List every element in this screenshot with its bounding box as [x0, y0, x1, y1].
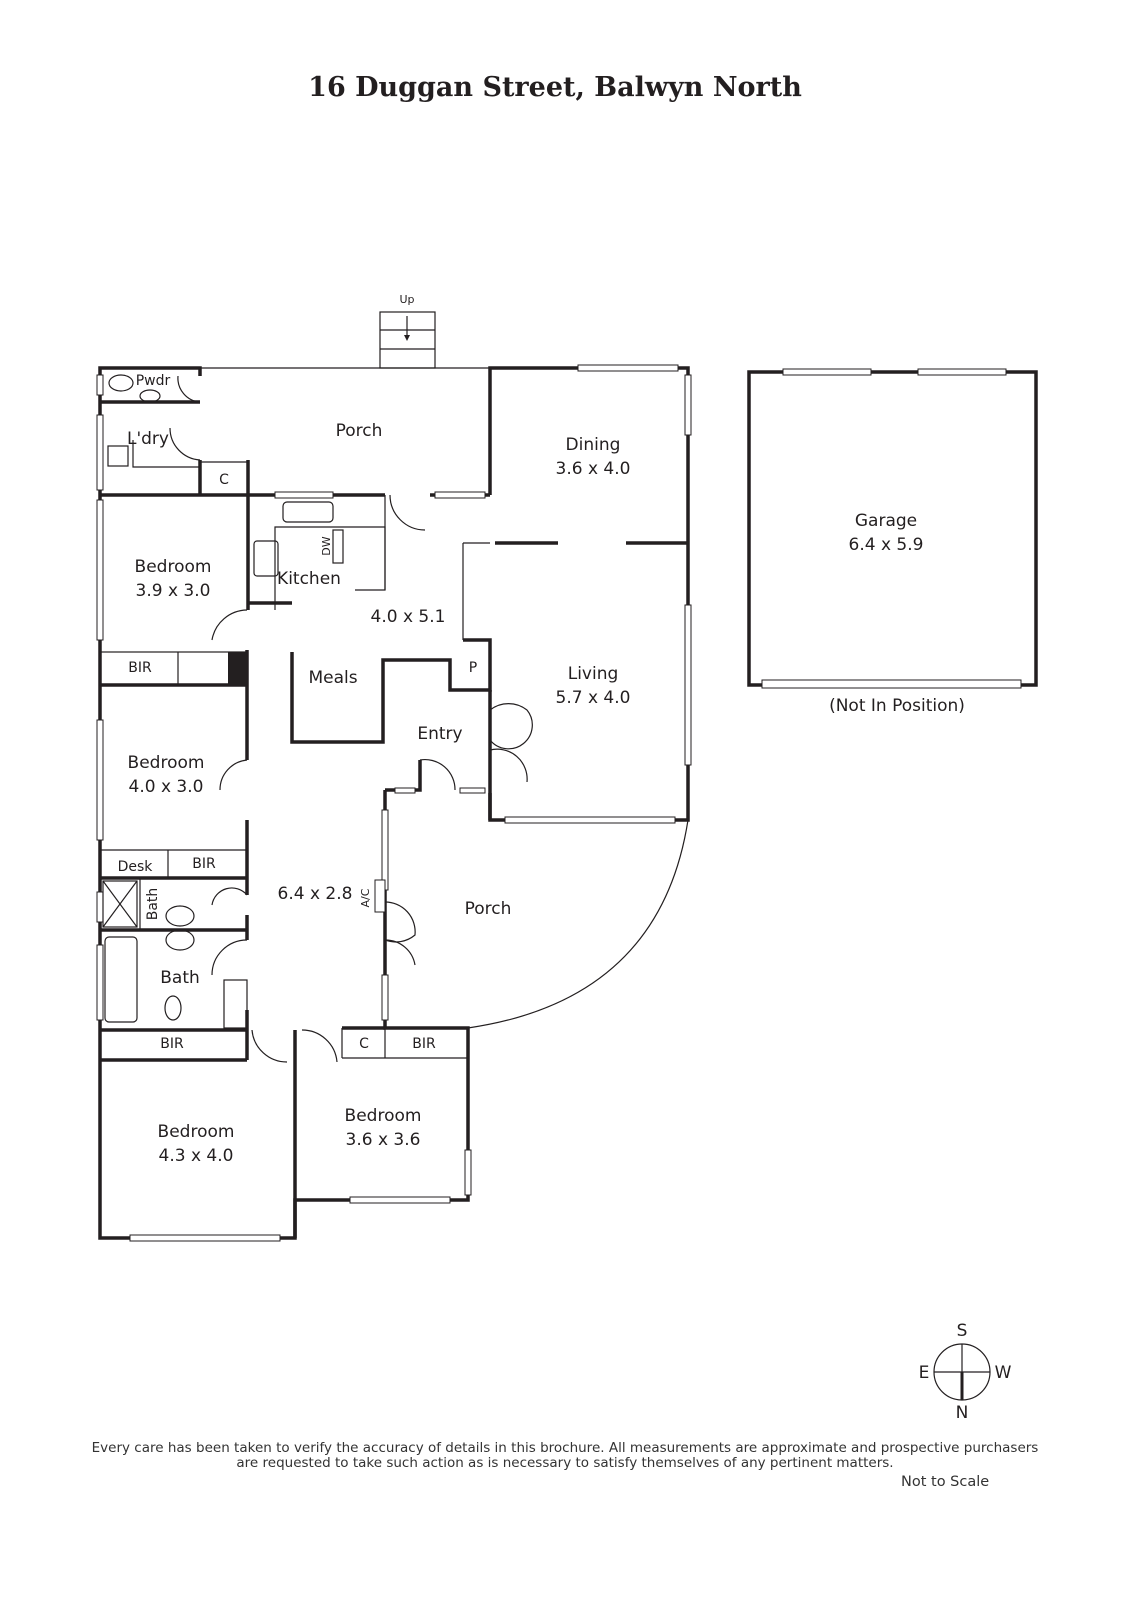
ac-label: A/C [359, 888, 372, 907]
room-label-bedroom-3: Bedroom [158, 1122, 235, 1142]
svg-text:N: N [956, 1403, 969, 1423]
room-label-ensuite: Bath [145, 888, 161, 921]
svg-text:E: E [919, 1363, 930, 1383]
stairs [379, 311, 436, 369]
page-title: 16 Duggan Street, Balwyn North [308, 72, 802, 103]
room-size-kitchen: 4.0 x 5.1 [371, 607, 446, 627]
svg-text:S: S [957, 1321, 968, 1341]
bir-label-3: BIR [160, 1036, 184, 1052]
compass-icon: S E W N [919, 1321, 1012, 1423]
bir-label-1: BIR [128, 660, 152, 676]
room-label-entry: Entry [417, 724, 462, 744]
room-label-bath: Bath [160, 968, 200, 988]
closet-label-2: C [359, 1036, 369, 1052]
garage-note: (Not In Position) [829, 696, 965, 716]
bir-label-4: BIR [412, 1036, 436, 1052]
bir-label-2: BIR [192, 856, 216, 872]
walls [98, 366, 1038, 1240]
room-size-living: 5.7 x 4.0 [556, 688, 631, 708]
disclaimer: Every care has been taken to verify the … [80, 1441, 1050, 1471]
room-label-porch-top: Porch [336, 421, 383, 441]
desk-label: Desk [118, 859, 154, 875]
room-size-dining: 3.6 x 4.0 [556, 459, 631, 479]
doors [169, 375, 533, 1063]
svg-text:W: W [995, 1363, 1012, 1383]
dishwasher-label: DW [320, 536, 333, 555]
room-label-meals: Meals [308, 668, 357, 688]
room-size-bedroom-3: 4.3 x 4.0 [159, 1146, 234, 1166]
stairs-label: Up [399, 293, 414, 306]
room-label-laundry: L'dry [127, 429, 169, 449]
closet-label: C [219, 472, 229, 488]
room-size-hall: 6.4 x 2.8 [278, 884, 353, 904]
windows [96, 364, 1007, 1242]
room-label-bedroom-4: Bedroom [345, 1106, 422, 1126]
not-to-scale-note: Not to Scale [901, 1474, 990, 1490]
room-label-garage: Garage [855, 511, 917, 531]
room-label-kitchen: Kitchen [277, 569, 341, 589]
fixtures [102, 374, 344, 1029]
pantry-label: P [469, 660, 477, 676]
room-size-garage: 6.4 x 5.9 [849, 535, 924, 555]
disclaimer-line-2: are requested to take such action as is … [236, 1455, 894, 1471]
room-size-bedroom-1: 3.9 x 3.0 [136, 581, 211, 601]
room-label-pwdr: Pwdr [136, 373, 171, 389]
room-size-bedroom-4: 3.6 x 3.6 [346, 1130, 421, 1150]
room-label-dining: Dining [566, 435, 621, 455]
room-size-bedroom-2: 4.0 x 3.0 [129, 777, 204, 797]
room-label-porch-side: Porch [465, 899, 512, 919]
room-label-bedroom-2: Bedroom [128, 753, 205, 773]
room-label-bedroom-1: Bedroom [135, 557, 212, 577]
disclaimer-line-1: Every care has been taken to verify the … [91, 1440, 1039, 1456]
room-label-living: Living [568, 664, 619, 684]
